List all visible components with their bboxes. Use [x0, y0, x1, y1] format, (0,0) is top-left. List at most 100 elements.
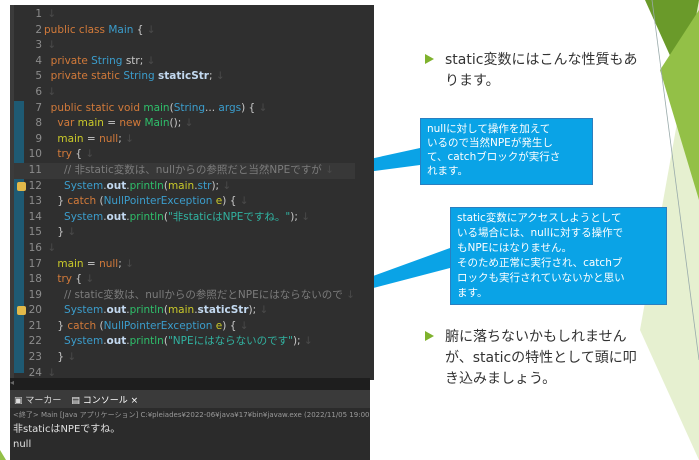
line-number: 11 [28, 163, 42, 176]
tab-console[interactable]: ▤ コンソール × [71, 395, 139, 406]
code-token: catch [67, 195, 100, 208]
code-line[interactable]: 19 // static変数は、nullからの参照だとNPEにはならないので ↓ [14, 288, 355, 304]
callout-line: そのため正常に実行され、catchブ [457, 257, 623, 269]
code-line[interactable]: 6 ↓ [14, 85, 355, 101]
line-end-icon: ↓ [143, 54, 156, 67]
code-token: ; [118, 132, 122, 145]
code-line[interactable]: 3 ↓ [14, 38, 355, 54]
line-end-icon: ↓ [236, 195, 249, 208]
code-token: . [103, 210, 107, 223]
code-line[interactable]: 4 private String str; ↓ [14, 54, 355, 70]
code-token: private static [44, 70, 124, 83]
code-token: . [103, 179, 107, 192]
line-end-icon: ↓ [297, 210, 311, 223]
horizontal-scrollbar[interactable]: ◂ [10, 378, 370, 390]
code-token: e [215, 319, 223, 332]
line-end-icon: ↓ [44, 8, 57, 20]
code-token: ( [99, 319, 104, 332]
line-end-icon: ↓ [143, 23, 156, 36]
code-token: main [44, 132, 84, 145]
code-token: main [167, 304, 195, 317]
code-line[interactable]: 12 System.out.println(main.str); ↓ [14, 179, 355, 195]
code-line[interactable]: 11 // 非static変数は、nullからの参照だと当然NPEですが ↓ [14, 162, 355, 179]
code-token: ( [99, 195, 104, 208]
code-token: ); [211, 179, 220, 192]
code-token: ); [292, 335, 301, 348]
code-line[interactable]: 1 ↓ [14, 7, 355, 23]
line-end-icon: ↓ [256, 304, 269, 317]
code-line[interactable]: 17 main = null; ↓ [14, 257, 355, 273]
tab-markers[interactable]: ▣ マーカー [14, 395, 62, 406]
code-token: ; [208, 70, 213, 83]
code-token: } [44, 195, 68, 208]
code-line[interactable]: 20 System.out.println(main.staticStr); ↓ [14, 303, 355, 319]
code-token: String [173, 101, 206, 114]
console-info: <終了> Main [Java アプリケーション] C:¥pleiades¥20… [13, 411, 370, 419]
code-line[interactable]: 16 ↓ [14, 241, 355, 257]
code-token: String [91, 54, 126, 67]
line-end-icon: ↓ [255, 101, 268, 114]
bullet-arrow-icon [425, 331, 434, 341]
code-line[interactable]: 14 System.out.println("非staticはNPEですね。")… [14, 210, 355, 226]
close-icon[interactable]: × [130, 395, 139, 406]
code-line[interactable]: 9 main = null; ↓ [14, 132, 355, 148]
warning-icon[interactable] [17, 181, 26, 191]
code-line[interactable]: 21 } catch (NullPointerException e) { ↓ [14, 319, 355, 335]
callout-line: て、catchブロックが実行さ [427, 151, 561, 163]
code-token: } [44, 226, 65, 239]
code-line[interactable]: 5 private static String staticStr; ↓ [14, 69, 355, 85]
line-number: 16 [28, 241, 42, 254]
code-token: . [126, 304, 130, 317]
code-token: ) { [241, 101, 256, 114]
code-line[interactable]: 8 var main = new Main(); ↓ [14, 116, 355, 132]
line-number: 2 [35, 23, 42, 36]
callout-static: static変数にアクセスしようとして いる場合には、nullに対する操作で も… [450, 207, 667, 305]
code-token: private [44, 54, 92, 67]
line-end-icon: ↓ [64, 226, 77, 239]
console-panel: ▣ マーカー ▤ コンソール × <終了> Main [Java アプリケーショ… [10, 390, 370, 460]
code-token: String [123, 70, 158, 83]
code-token: staticStr [197, 304, 249, 317]
code-token: out [106, 335, 127, 348]
code-line[interactable]: 10 try { ↓ [14, 147, 355, 163]
code-line[interactable]: 23 } ↓ [14, 350, 355, 366]
code-token: new [119, 117, 145, 130]
callout-line: いる場合には、nullに対する操作で [457, 227, 624, 239]
code-token: { [133, 23, 144, 36]
code-line[interactable]: 22 System.out.println("NPEにはならないのです"); ↓ [14, 334, 355, 350]
line-end-icon: ↓ [44, 85, 57, 98]
code-token: { [75, 148, 83, 161]
bullet-line: が、staticの特性として頭に叩 [445, 350, 637, 366]
line-end-icon: ↓ [181, 117, 194, 130]
code-token: . [194, 179, 198, 192]
code-line[interactable]: 13 } catch (NullPointerException e) { ↓ [14, 194, 355, 210]
code-token: public class [44, 23, 109, 36]
line-number: 19 [28, 288, 42, 301]
code-token: println [129, 335, 164, 348]
line-number: 6 [35, 85, 42, 98]
line-number: 9 [35, 132, 42, 145]
line-end-icon: ↓ [44, 241, 57, 254]
code-token: ( [163, 304, 168, 317]
line-number: 14 [28, 210, 42, 223]
bullet-static-property: static変数にはこんな性質もあ ります。 [425, 50, 638, 92]
code-token: = [83, 132, 100, 145]
code-line[interactable]: 24 ↓ [14, 366, 355, 382]
tab-label: コンソール [82, 395, 128, 406]
code-token: args [218, 101, 242, 114]
code-token: "非staticはNPEですね。" [167, 210, 291, 223]
bullet-memorize: 腑に落ちないかもしれません が、staticの特性として頭に叩 き込みましょう。 [425, 327, 637, 390]
code-line[interactable]: 18 try { ↓ [14, 272, 355, 288]
line-end-icon: ↓ [121, 132, 134, 145]
code-token: println [129, 210, 164, 223]
code-token: ); [248, 304, 257, 317]
code-line[interactable]: 7 public static void main(String... args… [14, 101, 355, 117]
code-token: // 非static変数は、nullからの参照だと当然NPEですが [44, 163, 322, 176]
bullet-line: static変数にはこんな性質もあ [445, 52, 638, 68]
callout-line: ます。 [457, 287, 488, 299]
code-line[interactable]: 15 } ↓ [14, 225, 355, 241]
warning-icon[interactable] [17, 306, 26, 316]
